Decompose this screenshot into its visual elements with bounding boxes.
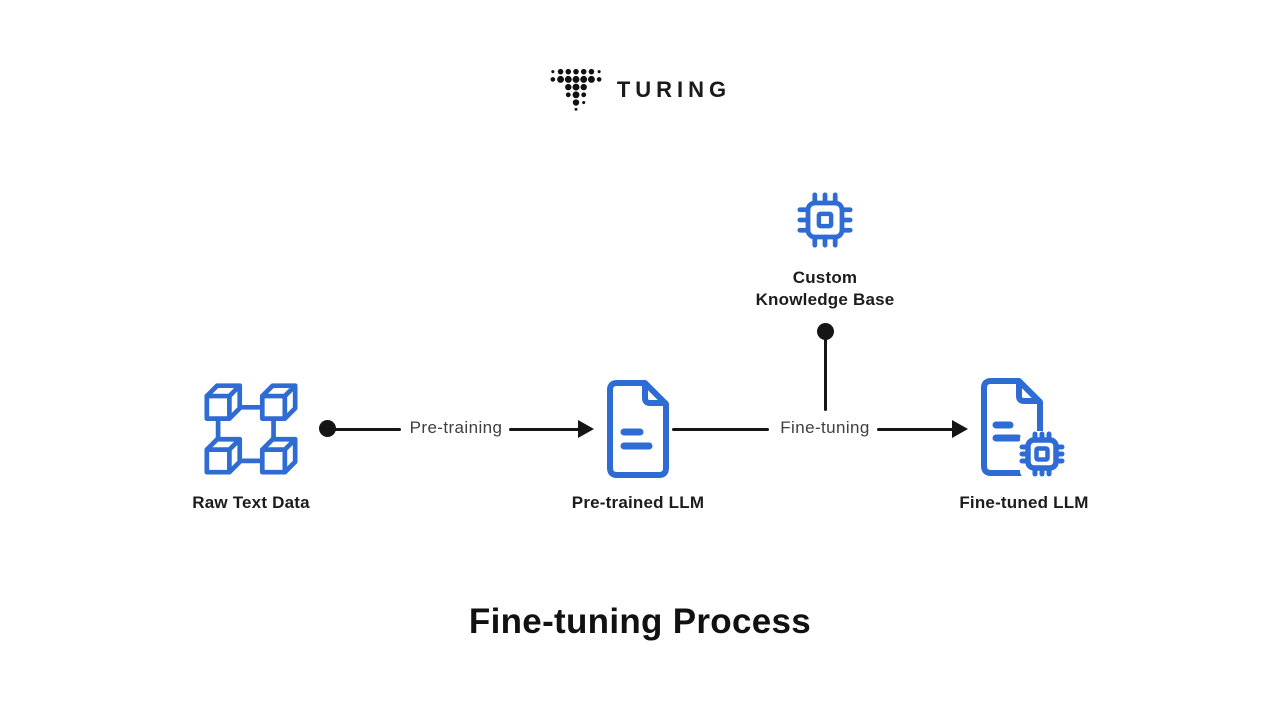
turing-logo: TURING [0, 66, 1280, 114]
turing-brand-text: TURING [616, 77, 732, 102]
document-with-chip-icon [978, 377, 1074, 481]
pretraining-line-right [509, 428, 580, 431]
page-title: Fine-tuning Process [468, 602, 812, 641]
document-icon [604, 379, 672, 479]
custom-kb-label-line1: Custom [792, 268, 858, 287]
node-label-custom-knowledge-base: Custom Knowledge Base [756, 267, 895, 311]
kb-connector-start-dot [817, 323, 834, 340]
linked-cubes-icon [204, 381, 298, 475]
kb-connector-line [824, 339, 827, 411]
pretraining-start-dot [319, 420, 336, 437]
pretraining-label: Pre-training [409, 418, 503, 437]
chip-icon [791, 186, 859, 254]
custom-kb-label-line2: Knowledge Base [755, 290, 895, 309]
node-label-pre-trained-llm: Pre-trained LLM [571, 493, 705, 512]
finetuning-arrowhead-icon [952, 420, 968, 438]
pretraining-line-left [333, 428, 401, 431]
finetuning-line-right [877, 428, 954, 431]
node-label-fine-tuned-llm: Fine-tuned LLM [959, 493, 1089, 512]
finetuning-label: Fine-tuning [780, 418, 870, 437]
node-label-raw-text-data: Raw Text Data [192, 493, 310, 512]
finetuning-line-left [672, 428, 769, 431]
pretraining-arrowhead-icon [578, 420, 594, 438]
turing-dotted-t-icon [550, 68, 602, 111]
